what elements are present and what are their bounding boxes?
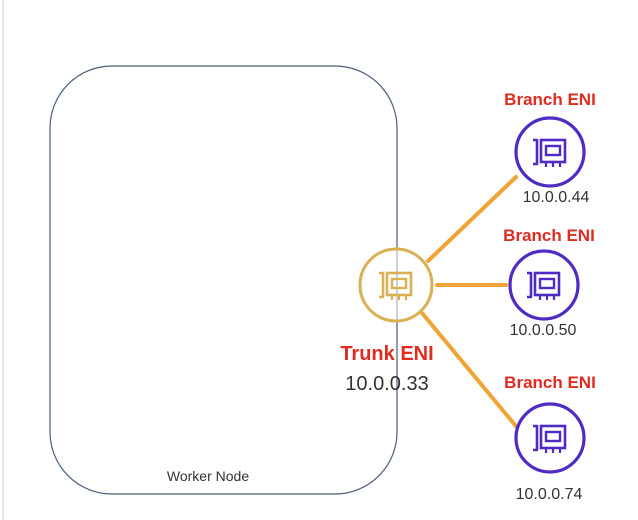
branch-eni-ip: 10.0.0.50 [509, 322, 577, 339]
worker-node-label: Worker Node [166, 468, 250, 484]
branch-eni-network-card-icon [514, 116, 586, 188]
branch-eni-title: Branch ENI [504, 90, 596, 109]
branch-eni-network-card-icon [514, 402, 586, 474]
trunk-eni-ip: 10.0.0.33 [345, 373, 429, 395]
worker-node-box [49, 65, 398, 495]
branch-eni-ip: 10.0.0.44 [522, 189, 590, 206]
branch-eni-title: Branch ENI [504, 373, 596, 392]
trunk-eni-network-card-icon [358, 247, 434, 323]
branch-eni-title: Branch ENI [503, 226, 595, 245]
branch-eni-ip: 10.0.0.74 [515, 486, 583, 503]
trunk-eni-title: Trunk ENI [340, 343, 434, 365]
connector-branch-3 [420, 311, 522, 433]
branch-eni-network-card-icon [508, 249, 580, 321]
connector-branch-1 [426, 175, 518, 263]
